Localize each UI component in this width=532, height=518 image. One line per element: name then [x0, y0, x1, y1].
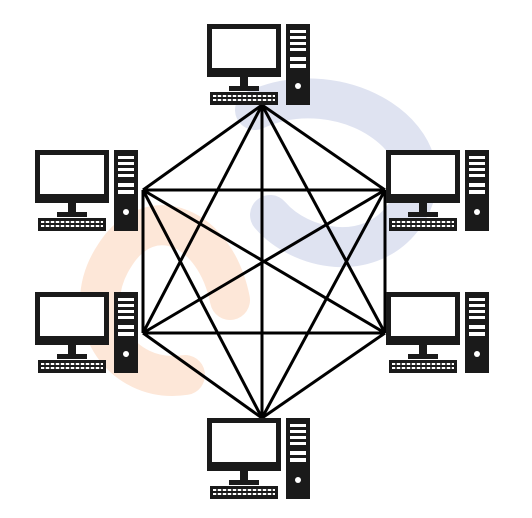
mesh-link — [142, 188, 386, 335]
mesh-link — [142, 103, 263, 192]
desktop-computer-icon — [206, 417, 311, 500]
desktop-computer-icon — [206, 23, 311, 106]
computer-lower-right[interactable] — [385, 291, 490, 374]
mesh-link — [260, 189, 387, 419]
computer-lower-left[interactable] — [34, 291, 139, 374]
mesh-link — [142, 331, 263, 420]
computer-upper-left[interactable] — [34, 149, 139, 232]
desktop-computer-icon — [34, 149, 139, 232]
mesh-links — [141, 103, 387, 420]
mesh-link — [261, 331, 386, 420]
desktop-computer-icon — [385, 149, 490, 232]
computer-upper-right[interactable] — [385, 149, 490, 232]
mesh-link — [261, 103, 386, 192]
mesh-link — [141, 189, 264, 419]
desktop-computer-icon — [34, 291, 139, 374]
mesh-link — [260, 104, 387, 334]
computer-top[interactable] — [206, 23, 311, 106]
mesh-link — [141, 104, 264, 334]
computer-bottom[interactable] — [206, 417, 311, 500]
desktop-computer-icon — [385, 291, 490, 374]
